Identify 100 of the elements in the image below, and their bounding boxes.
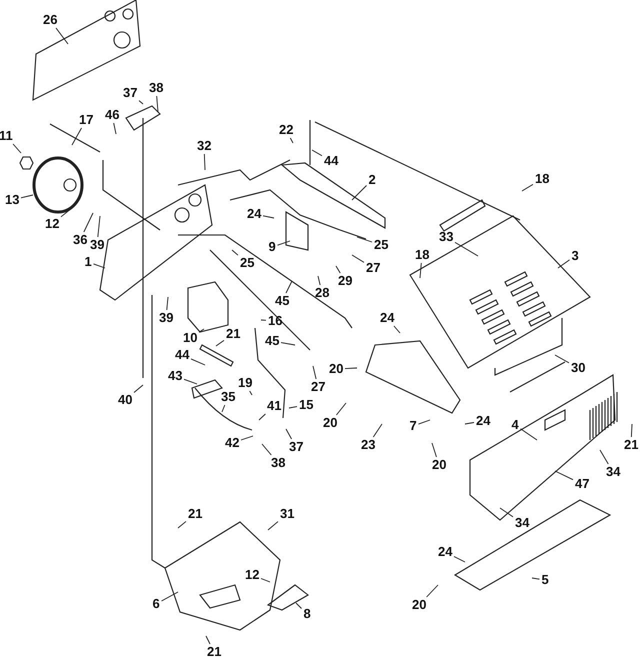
callout-number: 24 [379,311,396,325]
leader-line [161,592,178,602]
callout-number: 17 [78,113,94,127]
leader-line [318,276,321,286]
leader-line [260,320,266,321]
leader-line [12,144,22,154]
callout-number: 4 [510,418,520,432]
leader-line [166,296,168,310]
leader-line [216,340,224,346]
leader-line [72,128,82,146]
leader-line [554,470,574,480]
leader-line [532,578,540,580]
callout-number: 39 [89,238,106,252]
callout-number: 38 [148,81,164,95]
leader-line [500,508,514,518]
leader-line [286,428,292,440]
leader-line [558,259,570,268]
leader-line [232,250,238,256]
leader-line [20,194,34,198]
leader-line [262,444,272,456]
callout-number: 43 [167,369,184,383]
callout-number: 36 [72,233,88,247]
leader-line [312,150,322,156]
leader-line [352,185,367,200]
callout-number: 40 [117,393,134,407]
leader-line [56,28,68,44]
callout-number: 5 [540,573,550,587]
leader-line [356,236,372,242]
leader-line [83,212,94,232]
callout-number: 10 [182,331,198,345]
callout-number: 20 [328,362,344,376]
leader-line [372,424,382,438]
callout-number: 1 [84,255,93,269]
callout-number: 42 [224,436,240,450]
callout-number: 28 [314,286,330,300]
leader-line [336,402,346,416]
callout-number: 44 [174,348,190,362]
leader-line [277,240,290,246]
leader-line [184,378,198,384]
leader-line [432,442,437,458]
callout-number: 3 [570,249,580,263]
callout-number: 16 [267,314,284,328]
leader-line [286,280,292,294]
leader-line [204,154,206,170]
callout-number: 13 [4,193,20,207]
leader-line [426,584,438,598]
callout-number: 45 [274,294,290,308]
callout-number: 27 [310,380,326,394]
callout-number: 24 [437,545,454,559]
leader-line [178,520,186,528]
callout-number: 25 [239,256,256,270]
leader-line [418,420,430,424]
leader-line [268,521,278,530]
callout-number: 33 [438,230,454,244]
leader-line [393,326,400,334]
callout-number: 21 [225,327,242,341]
callout-number: 20 [411,598,428,612]
leader-line [113,122,116,134]
callout-number: 26 [42,13,58,27]
leader-line [464,422,474,424]
leader-line [630,424,632,438]
callout-number: 21 [206,645,222,659]
callout-number: 7 [408,419,418,433]
leader-line [280,342,296,346]
callout-number: 37 [288,440,304,454]
callout-number: 30 [570,361,586,375]
leader-line [206,636,210,644]
callout-number: 24 [246,207,262,221]
callout-number: 19 [237,376,254,390]
callout-number: 34 [514,516,530,530]
leader-line [600,450,609,464]
callout-number: 24 [475,414,492,428]
callout-number: 38 [270,456,286,470]
leader-line [454,242,478,256]
callout-number: 20 [431,458,448,472]
callout-number: 8 [302,607,312,621]
callout-number: 12 [244,568,260,582]
callout-number: 18 [414,248,430,262]
callout-number: 44 [323,154,340,168]
leader-line [554,354,570,364]
callout-number: 31 [279,507,296,521]
leader-line [222,404,226,412]
leader-line [290,138,294,144]
leader-line [352,254,364,263]
callout-number: 47 [574,477,590,491]
callout-number: 35 [220,390,236,404]
callout-number: 25 [373,238,390,252]
callout-number: 41 [266,399,282,413]
leader-line [336,266,341,274]
leader-line [296,602,302,609]
leader-line [134,384,144,393]
callout-number: 6 [152,597,161,611]
leader-line [138,100,144,104]
leader-line [249,390,252,396]
leader-line [198,328,204,333]
leader-line [312,366,317,380]
callout-number: 15 [298,398,314,412]
leader-line [60,208,72,218]
callout-number: 37 [122,86,138,100]
leader-line [520,428,538,440]
